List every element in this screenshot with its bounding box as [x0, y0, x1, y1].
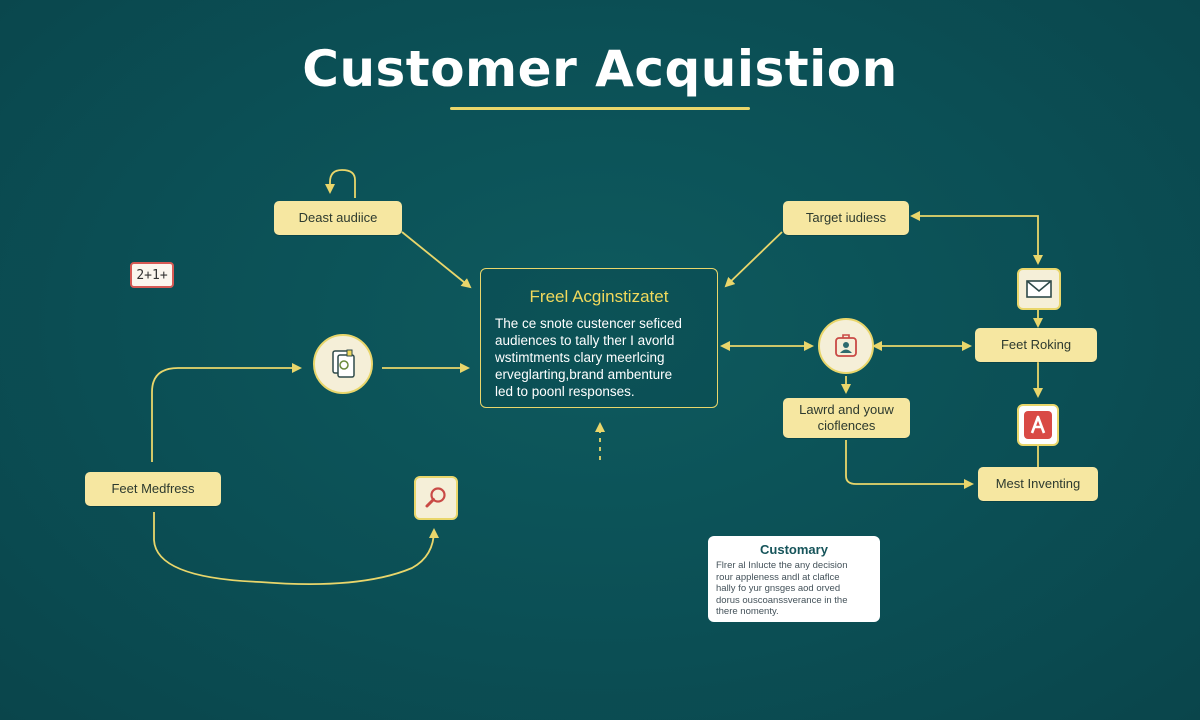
counter-badge: 2+1+: [130, 262, 174, 288]
arrow-medfress-to-search: [153, 512, 439, 585]
center-info-box: Freel Acginstizatet The ce snote custenc…: [480, 268, 718, 408]
arrow-deast-to-center: [401, 231, 472, 289]
node-label: Deast audiice: [298, 210, 378, 225]
node-label: Lawrd and youw cioflences: [799, 402, 894, 433]
arrow-lawd-to-mest: [845, 440, 974, 489]
alert-icon-node[interactable]: [1017, 404, 1059, 446]
title-underline: [450, 107, 750, 110]
node-target-audience[interactable]: Target iudiess: [783, 201, 909, 235]
node-label: Feet Roking: [1000, 337, 1072, 352]
letter-a-icon: [1024, 411, 1052, 439]
node-deast-audience[interactable]: Deast audiice: [274, 201, 402, 235]
document-icon: [332, 349, 355, 378]
node-mest-inventing[interactable]: Mest Inventing: [978, 467, 1098, 501]
search-icon-node[interactable]: [414, 476, 458, 520]
arrow-target-to-mail: [910, 211, 1043, 265]
arrow-left-to-doc: [151, 363, 302, 462]
loop-arrow: [325, 169, 356, 198]
summary-body: Flrer al Inlucte the any decision rour a…: [716, 560, 848, 617]
node-label: Mest Inventing: [995, 476, 1081, 491]
node-feet-roking[interactable]: Feet Roking: [975, 328, 1097, 362]
mail-icon: [1026, 280, 1052, 298]
summary-title: Customary: [760, 542, 828, 557]
node-lawd-audiences[interactable]: Lawrd and youw cioflences: [783, 398, 910, 438]
node-label: Feet Medfress: [111, 481, 195, 496]
magnifier-icon: [425, 487, 446, 508]
page-title: Customer Acquistion: [302, 40, 898, 98]
node-label: Target iudiess: [805, 210, 887, 225]
mail-icon-node[interactable]: [1017, 268, 1061, 310]
node-feet-medfress[interactable]: Feet Medfress: [85, 472, 221, 506]
center-body: The ce snote custencer seficed audiences…: [495, 316, 682, 399]
document-icon-node[interactable]: [313, 334, 373, 394]
center-title: Freel Acginstizatet: [529, 287, 669, 306]
person-badge-icon: [835, 334, 857, 357]
summary-card: Customary Flrer al Inlucte the any decis…: [708, 536, 880, 622]
person-icon-node[interactable]: [818, 318, 874, 374]
arrow-target-to-center: [724, 231, 783, 288]
